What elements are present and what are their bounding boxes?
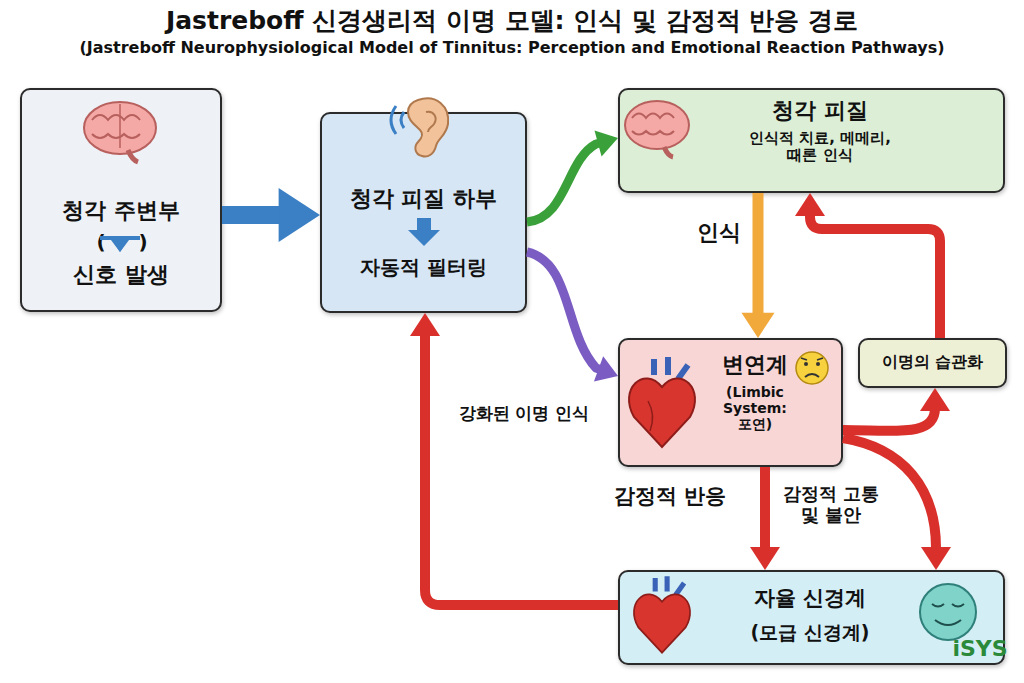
flow-line (527, 252, 604, 371)
flow-arrow (527, 130, 618, 222)
sad-face-icon (796, 352, 828, 384)
node-text: 신호 발생 (22, 262, 220, 287)
flow-arrow (222, 188, 320, 242)
node-text: ) (136, 231, 150, 254)
node-text: (Limbic System: 포연) (719, 384, 791, 432)
flow-line (753, 193, 764, 320)
arrow-head (750, 547, 780, 570)
node-text: 변연계 (710, 352, 800, 377)
flow-line (843, 404, 935, 431)
flow-arrow (527, 252, 618, 382)
edge-label: 강화된 이명 인식 (436, 404, 612, 424)
calm-face-icon (932, 604, 964, 607)
arrow-head (920, 388, 950, 411)
node-text: ( (94, 231, 108, 254)
edge-label: 감정적 고통 및 불안 (776, 484, 886, 525)
sad-face-icon (805, 374, 819, 377)
brain-icon (84, 102, 156, 154)
brain-icon (625, 101, 689, 149)
flow-line (810, 209, 940, 338)
calm-face-icon (920, 584, 976, 640)
diagram-title: Jastreboff 신경생리적 이명 모델: 인식 및 감정적 반응 경로 (0, 4, 1024, 37)
sad-face-icon (804, 362, 808, 366)
arrow-head (594, 130, 618, 156)
edge-label: 인식 (688, 220, 750, 245)
ear-icon (426, 112, 436, 132)
process-box: 이명의 습관화 (858, 338, 1007, 388)
logo-text: iSYS (945, 636, 1015, 661)
node-text: 자동적 필터링 (322, 256, 525, 279)
arrow-head (742, 313, 775, 338)
arrow-head (921, 547, 951, 570)
brain-icon (119, 104, 121, 148)
flow-arrow (742, 193, 775, 338)
node-text: 이명의 습관화 (860, 353, 1005, 371)
flow-line (760, 467, 770, 554)
node-text: (모급 신경계) (700, 622, 920, 644)
node-text: 청각 피질 하부 (322, 186, 525, 211)
flow-arrow (750, 467, 780, 570)
flow-arrow (843, 388, 950, 431)
sad-face-icon (801, 358, 823, 360)
subtitle: (Jastreboff Neurophysiological Model of … (0, 38, 1024, 57)
flow-arrow (795, 193, 940, 338)
brain-icon (632, 131, 674, 135)
node-text: 청각 피질 (720, 98, 920, 123)
node-text: 인식적 치료, 메메리, 때론 인식 (745, 130, 895, 165)
arrow-head (279, 188, 320, 242)
flow-line (527, 142, 604, 222)
node-text: 자율 신경계 (700, 586, 920, 610)
heart-icon (648, 401, 653, 431)
brain-icon (632, 114, 674, 119)
brain-icon (92, 134, 140, 138)
arrow-head (795, 193, 825, 216)
flow-line (425, 329, 618, 605)
arrow-head (410, 313, 440, 336)
flow-arrow (410, 313, 618, 605)
calm-face-icon (935, 620, 961, 625)
edge-label: 감정적 반응 (590, 484, 750, 508)
sad-face-icon (816, 362, 820, 366)
calm-face-icon (920, 584, 976, 640)
node-text: 청각 주변부 (22, 198, 220, 223)
brain-icon (92, 115, 140, 120)
sad-face-icon (796, 352, 828, 384)
arrow-head (594, 356, 618, 381)
